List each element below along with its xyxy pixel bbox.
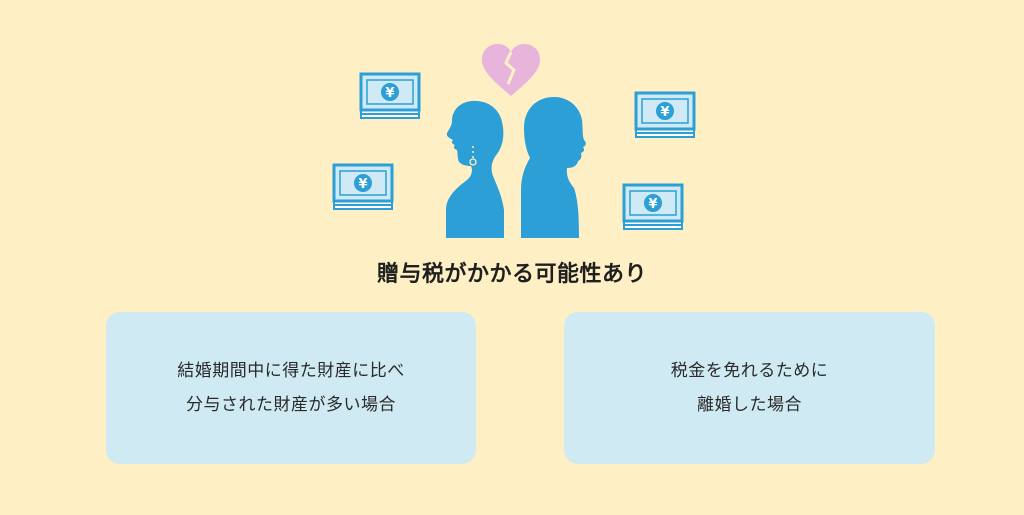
svg-text:¥: ¥ [660, 105, 669, 120]
yen-banknote-icon: ¥ [359, 72, 421, 120]
divorce-illustration: ¥ ¥ ¥ ¥ [332, 44, 696, 239]
svg-text:¥: ¥ [648, 197, 657, 212]
woman-silhouette-icon [446, 100, 504, 239]
man-silhouette-icon [521, 96, 586, 238]
yen-banknote-icon: ¥ [622, 183, 684, 231]
card-line: 離婚した場合 [697, 395, 802, 415]
headline: 贈与税がかかる可能性あり [376, 262, 647, 287]
card-line: 税金を免れるために [670, 361, 829, 381]
card-line: 分与された財産が多い場合 [186, 395, 396, 415]
card-line: 結婚期間中に得た財産に比べ [177, 361, 405, 381]
yen-banknote-icon: ¥ [332, 163, 394, 211]
svg-text:¥: ¥ [358, 177, 367, 192]
svg-text:¥: ¥ [385, 86, 394, 101]
broken-heart-icon [482, 44, 540, 96]
condition-card-excess-division: 結婚期間中に得た財産に比べ 分与された財産が多い場合 [106, 312, 476, 464]
condition-card-tax-evasion: 税金を免れるために 離婚した場合 [564, 312, 935, 464]
yen-banknote-icon: ¥ [634, 91, 696, 139]
